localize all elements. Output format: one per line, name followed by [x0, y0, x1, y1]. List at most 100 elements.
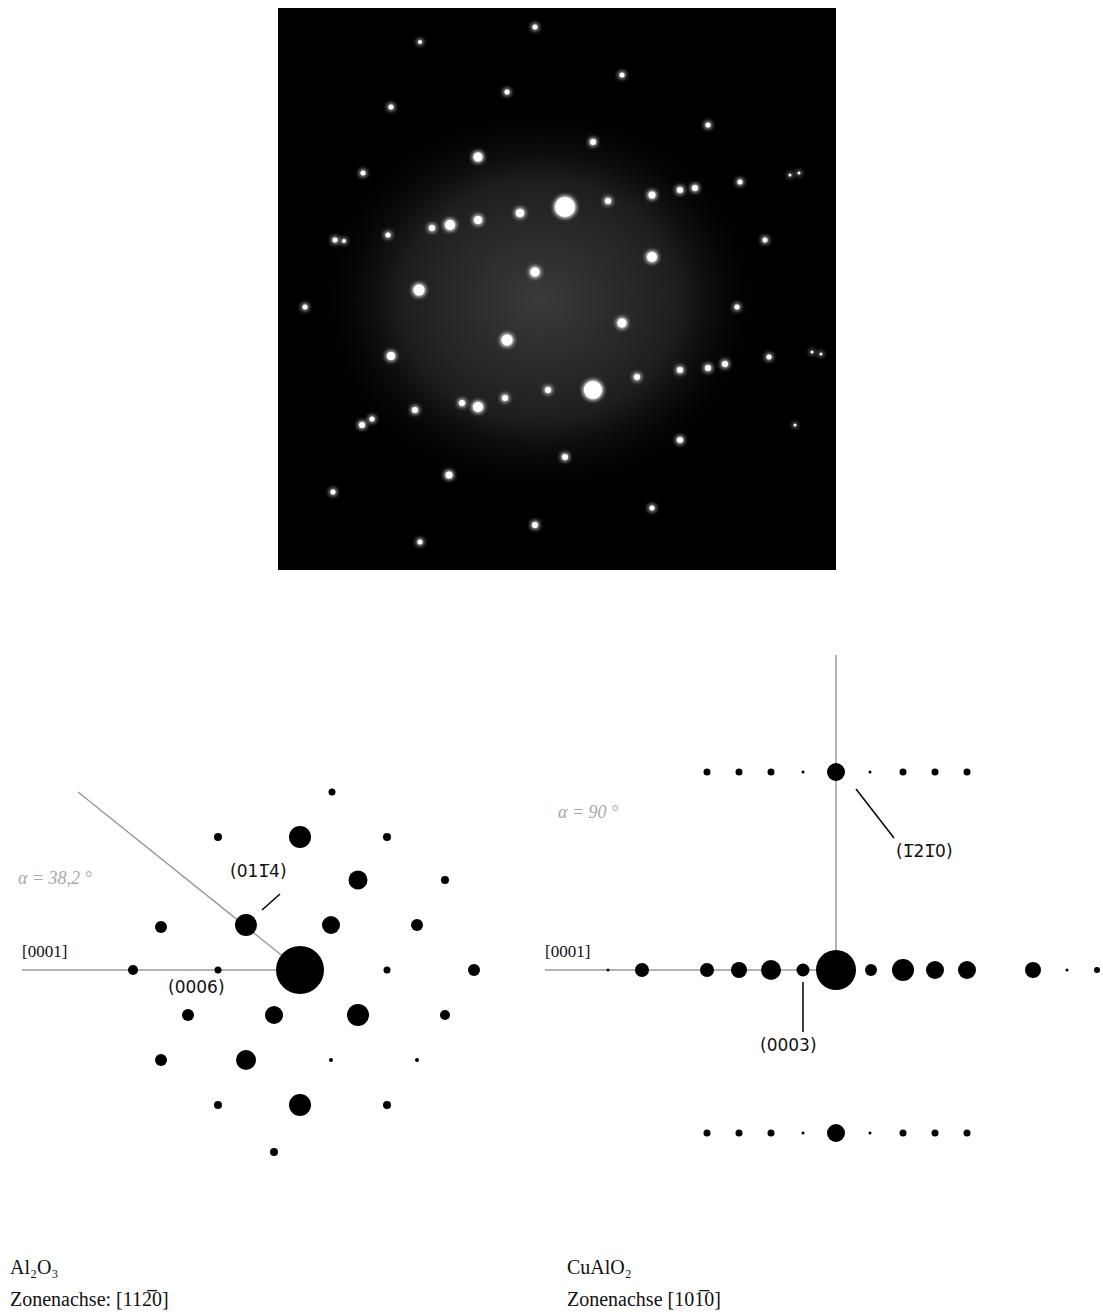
spot [329, 1058, 333, 1062]
spot [384, 967, 391, 974]
spot [926, 961, 944, 979]
spot [441, 876, 449, 884]
spot [532, 522, 538, 528]
spot [802, 771, 805, 774]
miller-index: (0006) [168, 978, 225, 998]
miller-index: (1̅21̅0) [896, 842, 953, 862]
spot [705, 365, 711, 371]
axis-line [545, 969, 836, 971]
spot [932, 769, 939, 776]
spot [677, 367, 683, 373]
diffuse-glow [310, 100, 770, 500]
spot [215, 967, 222, 974]
spot [387, 352, 395, 360]
spot [964, 769, 971, 776]
spot [735, 305, 740, 310]
spot [516, 209, 524, 217]
spot [214, 1101, 222, 1109]
spot [562, 454, 568, 460]
spot [802, 1132, 805, 1135]
spot [415, 1058, 419, 1062]
spot [704, 769, 711, 776]
angle-label: α = 90 ° [558, 802, 618, 823]
spot [468, 964, 480, 976]
spot [811, 351, 814, 354]
spot [789, 174, 792, 177]
spot [236, 1050, 256, 1070]
spot [289, 826, 311, 848]
spot [736, 1130, 743, 1137]
spot [155, 921, 167, 933]
spot [605, 198, 611, 204]
zone-axis-caption: Zonenachse [101̅0] [567, 1288, 721, 1311]
spot [303, 305, 308, 310]
spot [767, 355, 772, 360]
spot [418, 40, 422, 44]
spot [270, 1148, 278, 1156]
phase-caption: Al₂O₃ [10, 1256, 58, 1279]
axis-line [22, 969, 300, 971]
spot [736, 769, 743, 776]
photo-spots [303, 25, 823, 545]
spot [446, 472, 453, 479]
spot [798, 172, 801, 175]
spot [214, 833, 222, 841]
spot [692, 185, 698, 191]
spot [704, 1130, 711, 1137]
spot [722, 361, 728, 367]
spot [502, 395, 508, 401]
spot [445, 220, 455, 230]
spot [459, 400, 465, 406]
spot [370, 417, 375, 422]
spot [584, 381, 602, 399]
miller-index: (011̅4) [230, 862, 287, 882]
phase-caption: CuAlO₂ [567, 1256, 632, 1279]
spot [329, 789, 336, 796]
spot [429, 225, 435, 231]
spot [474, 216, 482, 224]
spot [827, 1124, 845, 1142]
spot [383, 1101, 391, 1109]
spot [768, 769, 775, 776]
spot [635, 963, 649, 977]
spot [763, 238, 768, 243]
spot [383, 833, 391, 841]
spot [900, 769, 907, 776]
spot [816, 950, 856, 990]
leader-line [802, 982, 804, 1032]
spot [607, 969, 610, 972]
spot [827, 763, 845, 781]
spot [794, 424, 797, 427]
spot [958, 961, 976, 979]
spot [706, 123, 711, 128]
spot [618, 319, 627, 328]
spot [235, 914, 257, 936]
spot [892, 959, 914, 981]
spot [768, 1130, 775, 1137]
spot [650, 506, 655, 511]
spot [869, 1132, 872, 1135]
spot [634, 374, 640, 380]
axis-label: [0001] [22, 942, 67, 962]
al2o3-pattern [22, 789, 480, 1157]
spot [440, 1010, 450, 1020]
spot [620, 73, 625, 78]
spot [418, 540, 423, 545]
spot [900, 1130, 907, 1137]
spot [333, 238, 338, 243]
spot [590, 139, 596, 145]
spot [647, 252, 657, 262]
leader-line [262, 894, 280, 910]
spot [649, 192, 656, 199]
spot [322, 916, 340, 934]
spot [505, 90, 510, 95]
spot [331, 490, 336, 495]
spot [386, 233, 391, 238]
spot [1066, 969, 1069, 972]
spot [389, 105, 394, 110]
spot [738, 180, 743, 185]
spot [414, 285, 425, 296]
spot [731, 962, 747, 978]
spot [342, 239, 346, 243]
